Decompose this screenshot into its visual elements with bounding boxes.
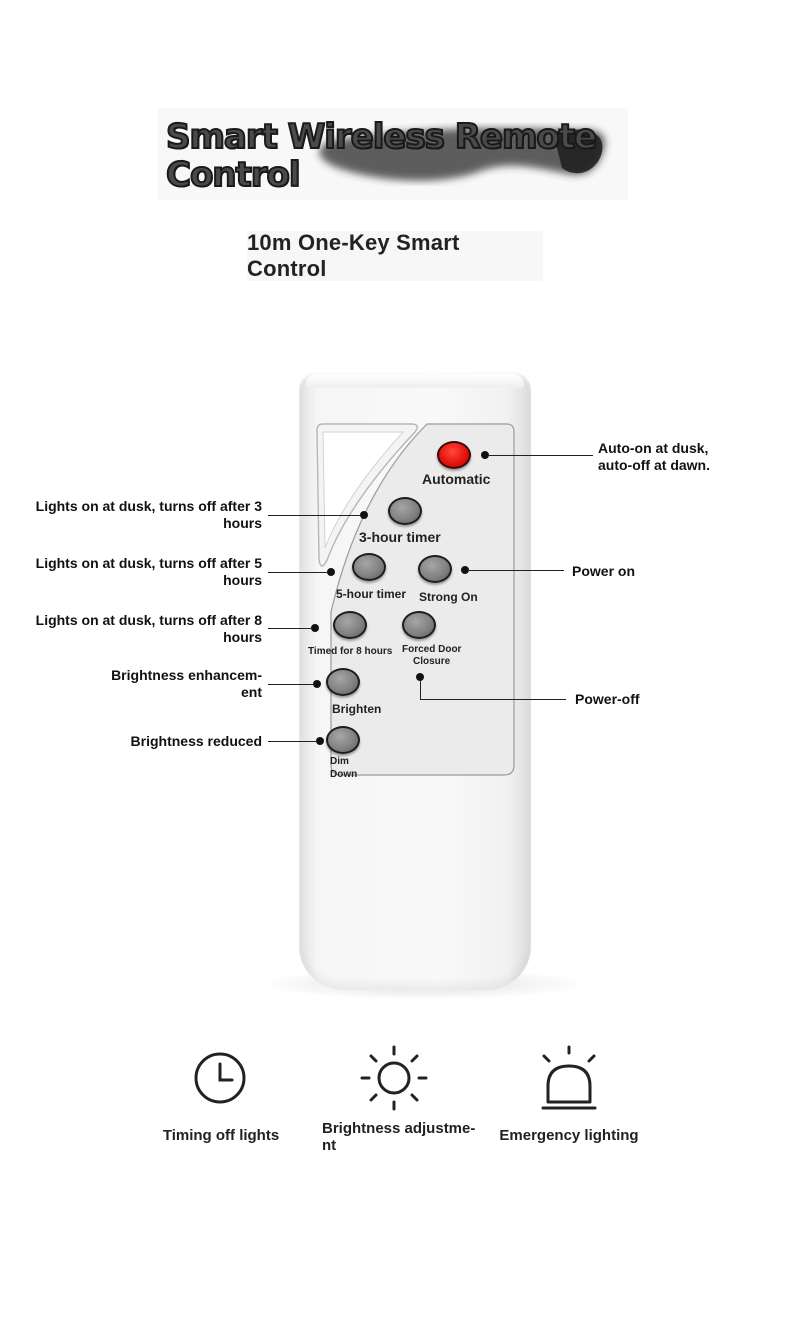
leader-dot-power-off — [416, 673, 424, 681]
annotation-power-on: Power on — [572, 563, 636, 579]
leader-line-timer-3h — [268, 515, 360, 516]
leader-dot-automatic — [481, 451, 489, 459]
annotation-brighten-2: ent — [241, 684, 262, 700]
strong-on-label: Strong On — [419, 590, 478, 604]
title-line-2: Control — [165, 155, 302, 195]
feature-brightness-label-2: nt — [322, 1137, 337, 1154]
leader-line-power-off — [420, 699, 566, 700]
annotation-power-off: Power-off — [575, 691, 640, 707]
leader-dot-timer-3h — [360, 511, 368, 519]
annotation-automatic-1: Auto-on at dusk, — [598, 440, 709, 456]
strong-on-button[interactable] — [418, 555, 452, 583]
clock-icon — [194, 1052, 246, 1104]
automatic-button[interactable] — [437, 441, 471, 469]
title-banner: Smart Wireless Remote Control — [158, 108, 628, 200]
leader-line-strong-on — [469, 570, 564, 571]
annotation-timer-5h-2: hours — [223, 572, 262, 588]
sun-icon — [360, 1045, 428, 1111]
timer-3h-label: 3-hour timer — [359, 529, 441, 545]
dim-down-label-2: Down — [330, 769, 358, 780]
remote-top-edge — [306, 374, 524, 388]
feature-brightness-label-1: Brightness adjustme- — [322, 1120, 476, 1137]
annotation-timer-3h-2: hours — [223, 515, 262, 531]
annotation-automatic-2: auto-off at dawn. — [598, 457, 710, 473]
annotation-timer-5h-1: Lights on at dusk, turns off after 5 — [35, 555, 262, 571]
brighten-button[interactable] — [326, 668, 360, 696]
feature-timing-off-label: Timing off lights — [162, 1127, 280, 1144]
forced-closure-button[interactable] — [402, 611, 436, 639]
leader-dot-timer-8h — [311, 624, 319, 632]
annotation-timer-8h-2: hours — [223, 629, 262, 645]
leader-vline-power-off — [420, 681, 421, 699]
timer-8h-label: Timed for 8 hours — [308, 646, 393, 657]
annotation-dim: Brightness reduced — [130, 733, 262, 749]
forced-closure-label-1: Forced Door — [402, 644, 462, 655]
brighten-label: Brighten — [332, 702, 382, 716]
leader-line-dim — [268, 741, 316, 742]
dim-down-button[interactable] — [326, 726, 360, 754]
feature-emergency-label: Emergency lighting — [499, 1127, 639, 1144]
annotation-timer-3h-1: Lights on at dusk, turns off after 3 — [35, 498, 262, 514]
subtitle: 10m One-Key Smart Control — [247, 230, 460, 281]
leader-line-timer-5h — [268, 572, 327, 573]
subtitle-box: 10m One-Key Smart Control — [247, 230, 543, 281]
leader-line-timer-8h — [268, 628, 311, 629]
title-line-1: Smart Wireless Remote — [165, 117, 598, 157]
annotation-timer-8h-1: Lights on at dusk, turns off after 8 — [35, 612, 262, 628]
timer-8h-button[interactable] — [333, 611, 367, 639]
timer-5h-label: 5-hour timer — [336, 587, 407, 601]
brush-stroke-decoration — [158, 108, 628, 200]
leader-dot-dim — [316, 737, 324, 745]
beacon-icon — [541, 1045, 597, 1110]
automatic-label: Automatic — [422, 471, 491, 487]
timer-5h-button[interactable] — [352, 553, 386, 581]
leader-line-automatic — [489, 455, 593, 456]
forced-closure-label-2: Closure — [413, 656, 451, 667]
annotation-brighten-1: Brightness enhancem- — [111, 667, 262, 683]
leader-dot-strong-on — [461, 566, 469, 574]
dim-down-label-1: Dim — [330, 756, 349, 767]
timer-3h-button[interactable] — [388, 497, 422, 525]
leader-line-brighten — [268, 684, 313, 685]
remote-panel-outline — [316, 423, 515, 776]
leader-dot-timer-5h — [327, 568, 335, 576]
leader-dot-brighten — [313, 680, 321, 688]
